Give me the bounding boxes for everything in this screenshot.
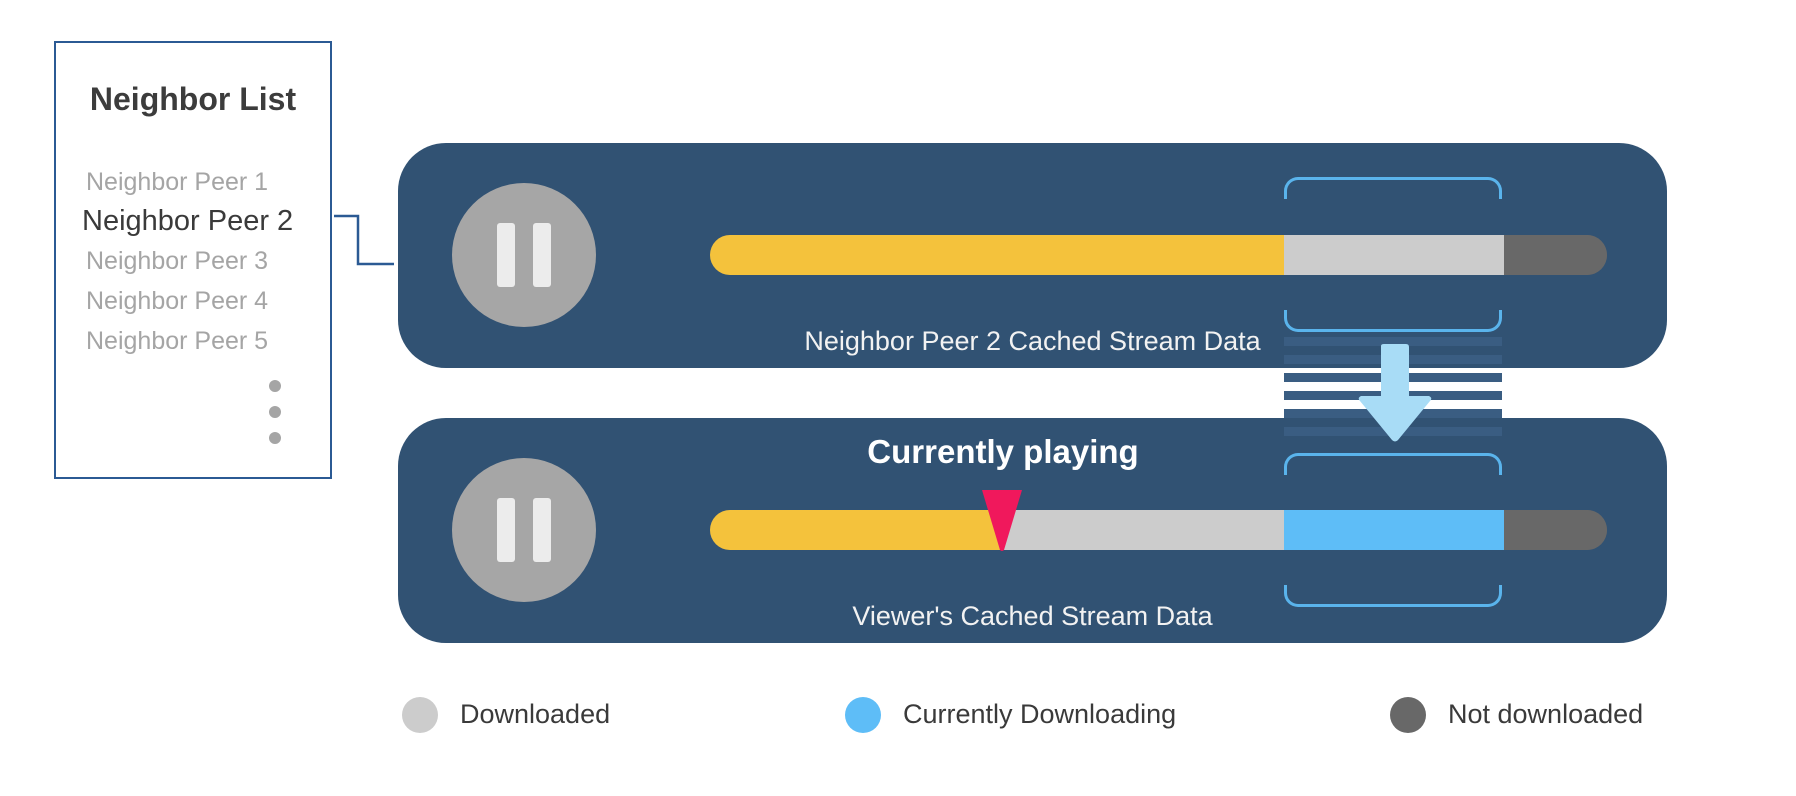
downloading-swatch-icon bbox=[845, 697, 881, 733]
neighbor-pause-button[interactable] bbox=[452, 183, 596, 327]
segment-not-downloaded bbox=[1503, 510, 1607, 550]
legend-label: Downloaded bbox=[460, 699, 611, 729]
neighbor-peer-item[interactable]: Neighbor Peer 3 bbox=[86, 247, 269, 275]
download-window-bracket-bottom bbox=[1284, 585, 1502, 607]
more-dot-icon bbox=[269, 380, 281, 392]
neighbor-peer-item-selected[interactable]: Neighbor Peer 2 bbox=[82, 205, 294, 237]
viewer-cache-label: Viewer's Cached Stream Data bbox=[852, 601, 1213, 631]
neighbor-peer-item[interactable]: Neighbor Peer 5 bbox=[86, 327, 269, 355]
segment-downloading bbox=[1284, 510, 1504, 550]
legend-label: Currently Downloading bbox=[903, 699, 1177, 729]
neighbor-cache-label: Neighbor Peer 2 Cached Stream Data bbox=[804, 326, 1261, 356]
currently-playing-label: Currently playing bbox=[867, 433, 1139, 470]
pause-icon bbox=[533, 498, 551, 562]
more-dot-icon bbox=[269, 432, 281, 444]
segment-played bbox=[710, 510, 1003, 550]
playhead-marker bbox=[982, 490, 1023, 551]
not-downloaded-swatch-icon bbox=[1390, 697, 1426, 733]
download-window-bracket-top bbox=[1284, 453, 1502, 475]
pause-icon bbox=[497, 498, 515, 562]
neighbor-peer-item[interactable]: Neighbor Peer 4 bbox=[86, 287, 269, 315]
legend-label: Not downloaded bbox=[1448, 699, 1644, 729]
pause-icon bbox=[533, 223, 551, 287]
pause-icon bbox=[497, 223, 515, 287]
segment-played bbox=[710, 235, 1285, 275]
neighbor-list: Neighbor List Neighbor Peer 1 Neighbor P… bbox=[54, 41, 332, 479]
neighbor-list-title: Neighbor List bbox=[89, 81, 297, 117]
neighbor-cache-panel: Neighbor Peer 2 Cached Stream Data bbox=[398, 143, 1667, 368]
viewer-stream-track bbox=[710, 510, 1607, 550]
viewer-pause-button[interactable] bbox=[452, 458, 596, 602]
more-dot-icon bbox=[269, 406, 281, 418]
download-window-bracket-top bbox=[1284, 177, 1502, 199]
segment-not-downloaded bbox=[1503, 235, 1607, 275]
down-arrow-icon bbox=[1358, 344, 1432, 442]
neighbor-peer-item[interactable]: Neighbor Peer 1 bbox=[86, 168, 269, 196]
download-window-bracket-bottom bbox=[1284, 310, 1502, 332]
viewer-cache-panel: Currently playing Viewer's Cached Stream… bbox=[398, 418, 1667, 643]
downloaded-swatch-icon bbox=[402, 697, 438, 733]
selection-connector-line bbox=[334, 214, 394, 266]
segment-downloaded bbox=[1284, 235, 1504, 275]
segment-downloaded bbox=[1002, 510, 1285, 550]
neighbor-stream-track bbox=[710, 235, 1607, 275]
